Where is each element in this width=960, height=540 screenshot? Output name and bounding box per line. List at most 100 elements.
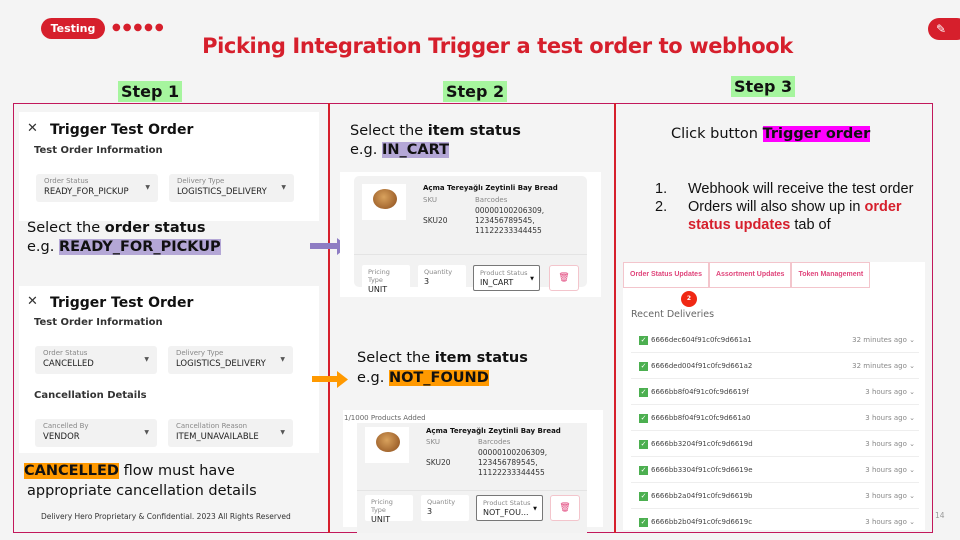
dialog-title: Trigger Test Order xyxy=(50,122,194,138)
chevron-down-icon[interactable]: ⌄ xyxy=(909,492,915,500)
example-text: e.g. READY_FOR_PICKUP xyxy=(27,239,221,255)
chevron-down-icon[interactable]: ⌄ xyxy=(909,466,915,474)
caret-down-icon: ▼ xyxy=(280,356,285,363)
trigger-test-order-dialog: ✕ Trigger Test Order Test Order Informat… xyxy=(19,112,319,221)
caret-down-icon: ▼ xyxy=(144,356,149,363)
label: Delivery Type xyxy=(176,349,224,357)
text: item status xyxy=(427,123,521,139)
product-name: Açma Tereyağlı Zeytinli Bay Bread xyxy=(423,184,558,192)
cancelled-note-line2: appropriate cancellation details xyxy=(27,483,257,499)
result-list: 1.Webhook will receive the test order 2.… xyxy=(655,180,927,234)
divider xyxy=(328,103,330,533)
sku-label: SKU xyxy=(423,196,437,204)
chevron-down-icon[interactable]: ⌄ xyxy=(909,414,915,422)
text: e.g. xyxy=(350,142,382,158)
label: Cancellation Reason xyxy=(176,422,248,430)
highlight: READY_FOR_PICKUP xyxy=(58,239,221,255)
text: order status xyxy=(104,220,206,236)
step-2-label: Step 2 xyxy=(443,81,508,102)
sku-value: SKU20 xyxy=(423,216,448,225)
webhook-dashboard: Order Status Updates Assortment Updates … xyxy=(623,262,925,530)
trigger-test-order-dialog: ✕ Trigger Test Order Test Order Informat… xyxy=(19,286,319,453)
highlight: IN_CART xyxy=(381,142,450,158)
delete-trash-icon[interactable]: 🗑 xyxy=(550,495,580,521)
chevron-down-icon[interactable]: ⌄ xyxy=(909,518,915,526)
caret-down-icon: ▼ xyxy=(145,184,150,191)
progress-dots: ●●●●● xyxy=(112,22,166,33)
value: READY_FOR_PICKUP xyxy=(44,187,129,197)
text: item status xyxy=(434,350,528,366)
instruction-text: Select the item status xyxy=(357,350,528,366)
product-image xyxy=(362,184,406,220)
tab-token-management[interactable]: Token Management xyxy=(791,262,871,288)
delivery-time: 32 minutes ago ⌄ xyxy=(852,336,915,344)
checkmark-icon: ✓ xyxy=(639,361,648,371)
text: e.g. xyxy=(27,239,59,255)
example-text: e.g. NOT_FOUND xyxy=(357,370,489,386)
close-icon[interactable]: ✕ xyxy=(27,121,38,136)
example-text: e.g. IN_CART xyxy=(350,142,450,158)
delivery-time: 3 hours ago ⌄ xyxy=(865,414,915,422)
delivery-id: 6666dec604f91c0fc9d661a1 xyxy=(651,336,752,344)
recent-deliveries-title: Recent Deliveries xyxy=(631,309,715,320)
delivery-row[interactable]: ✓6666dec604f91c0fc9d661a1 32 minutes ago … xyxy=(631,327,919,353)
delivery-time: 3 hours ago ⌄ xyxy=(865,492,915,500)
delivery-id: 6666ded004f91c0fc9d661a2 xyxy=(651,362,753,370)
label: Delivery Type xyxy=(177,177,225,185)
delivery-id: 6666bb8f04f91c0fc9d661a0 xyxy=(651,414,751,422)
step-3-label: Step 3 xyxy=(731,76,796,97)
delivery-time: 3 hours ago ⌄ xyxy=(865,388,915,396)
delete-trash-icon[interactable]: 🗑 xyxy=(549,265,579,291)
section-title: Test Order Information xyxy=(34,145,163,156)
text: flow must have xyxy=(118,463,235,479)
tab-order-status-updates[interactable]: Order Status Updates xyxy=(623,262,709,288)
barcodes-label: Barcodes xyxy=(478,438,511,446)
section-badge: Testing xyxy=(41,18,105,39)
tab-bar: Order Status Updates Assortment Updates … xyxy=(623,262,871,288)
product-card: 1/1000 Products Added Açma Tereyağlı Zey… xyxy=(343,410,603,533)
products-added-count: 1/1000 Products Added xyxy=(344,414,426,422)
pen-icon: ✎ xyxy=(928,18,960,40)
highlight: CANCELLED xyxy=(24,463,119,479)
checkmark-icon: ✓ xyxy=(639,465,648,475)
barcodes: 00000100206309,123456789545,111222333444… xyxy=(478,448,548,477)
chevron-down-icon[interactable]: ⌄ xyxy=(909,336,915,344)
caret-down-icon: ▼ xyxy=(280,429,285,436)
value: ITEM_UNAVAILABLE xyxy=(176,432,259,442)
text: Select the xyxy=(27,220,105,236)
chevron-down-icon[interactable]: ⌄ xyxy=(909,440,915,448)
chevron-down-icon[interactable]: ⌄ xyxy=(909,362,915,370)
checkmark-icon: ✓ xyxy=(639,387,648,397)
list-item: 1.Webhook will receive the test order xyxy=(655,181,914,197)
highlight: Trigger order xyxy=(762,126,871,142)
tab-assortment-updates[interactable]: Assortment Updates xyxy=(708,262,792,288)
checkmark-icon: ✓ xyxy=(639,335,648,345)
text: Select the xyxy=(357,350,435,366)
chevron-down-icon[interactable]: ⌄ xyxy=(909,388,915,396)
footer-copyright: Delivery Hero Proprietary & Confidential… xyxy=(41,512,291,521)
product-item: Açma Tereyağlı Zeytinli Bay Bread SKU SK… xyxy=(357,423,587,533)
caret-down-icon: ▼ xyxy=(530,276,534,282)
label: Order Status xyxy=(44,177,89,185)
close-icon[interactable]: ✕ xyxy=(27,294,38,309)
delivery-id: 6666bb3204f91c0fc9d6619d xyxy=(651,440,753,448)
